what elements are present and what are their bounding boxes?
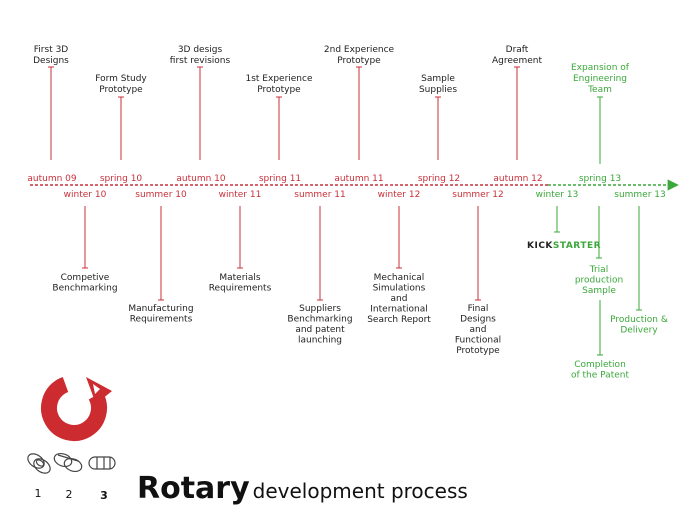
kickstarter-starter: STARTER <box>553 241 601 251</box>
season-label: spring 11 <box>259 174 301 184</box>
rotary-logo-icon <box>41 375 112 441</box>
season-label: autumn 11 <box>334 174 383 184</box>
season-label: spring 10 <box>100 174 143 184</box>
season-label: winter 12 <box>378 190 421 200</box>
season-label: spring 13 <box>579 174 621 184</box>
season-label: winter 10 <box>64 190 107 200</box>
kickstarter-kick: KICK <box>527 241 553 251</box>
season-label: autumn 12 <box>493 174 542 184</box>
product-sketch-2-icon <box>53 452 83 473</box>
season-label: summer 11 <box>294 190 345 200</box>
product-sketch-3-icon <box>88 456 116 470</box>
season-label: summer 12 <box>452 190 503 200</box>
svg-text:KICKSTARTER: KICKSTARTER <box>527 241 601 251</box>
season-label: winter 13 <box>536 190 579 200</box>
product-sketch-1-icon <box>27 453 51 474</box>
season-label: summer 13 <box>614 190 665 200</box>
season-label: summer 10 <box>135 190 187 200</box>
season-label: winter 11 <box>219 190 262 200</box>
step-number-3: 3 <box>100 489 108 502</box>
step-number-2: 2 <box>66 488 73 501</box>
season-labels: autumn 09 winter 10 spring 10 summer 10 autu… <box>27 174 665 200</box>
milestone-label-below: Production &Delivery <box>610 315 668 336</box>
kickstarter-logo: KICKSTARTER <box>527 241 601 251</box>
season-label: autumn 09 <box>27 174 77 184</box>
title-bold: Rotary <box>137 471 250 506</box>
season-label: spring 12 <box>418 174 460 184</box>
step-number-1: 1 <box>35 487 42 500</box>
season-label: autumn 10 <box>176 174 226 184</box>
milestone-connectors <box>48 66 642 356</box>
title-rest: development process <box>253 479 468 503</box>
